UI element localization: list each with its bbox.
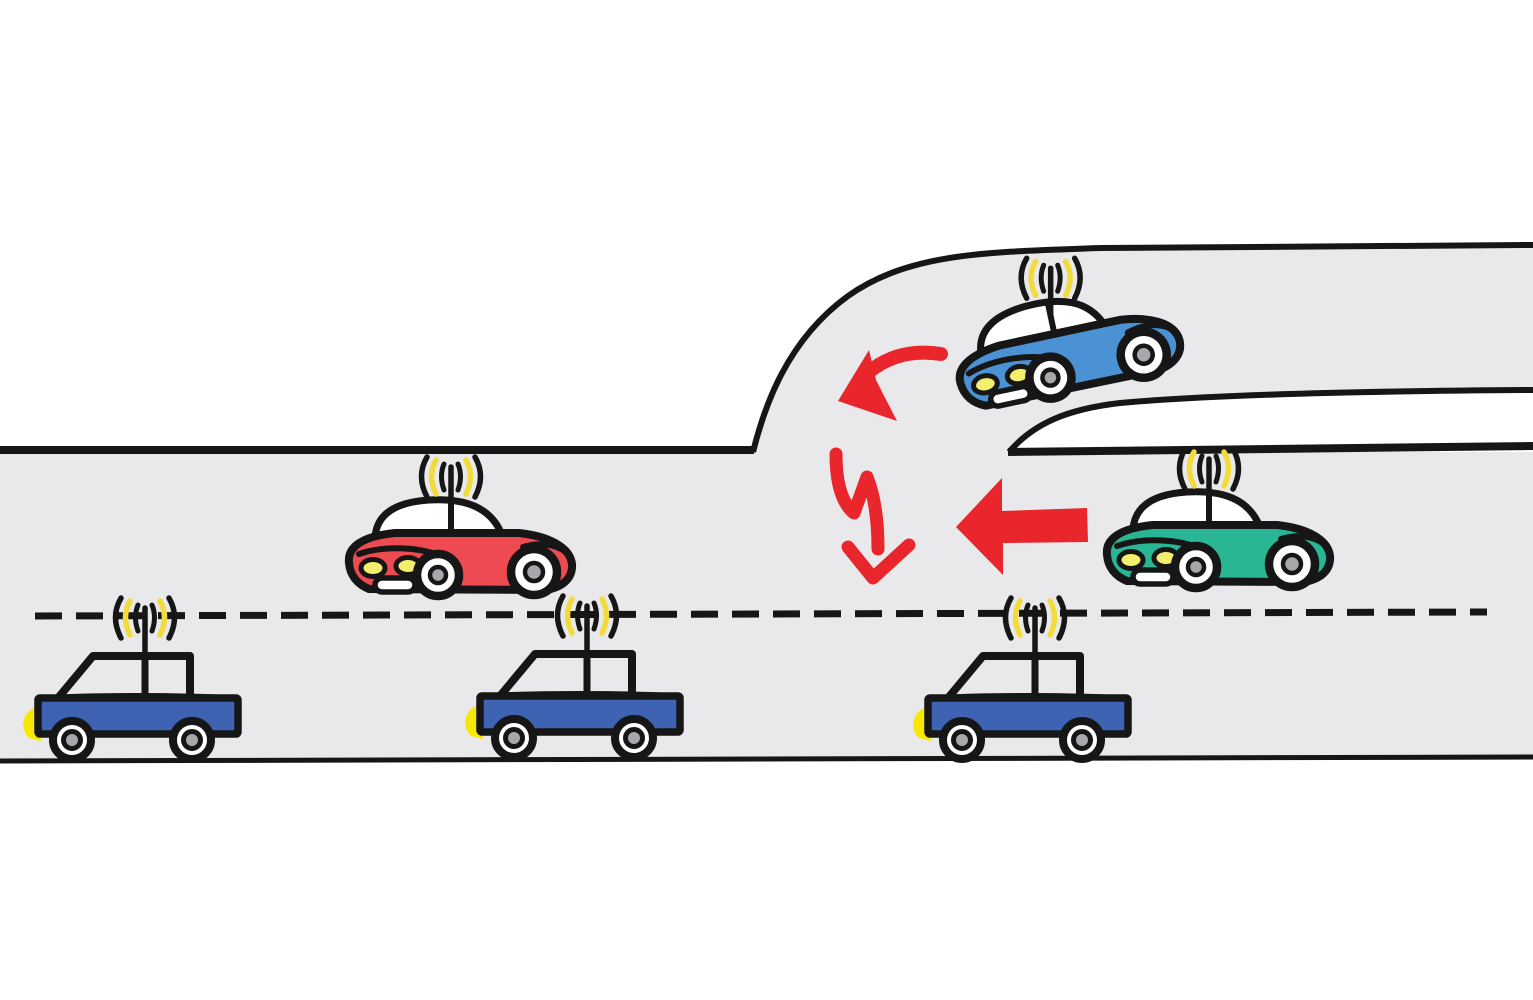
yield-zigzag-arrow	[829, 447, 916, 585]
ramp-inner-border	[1006, 387, 1533, 454]
road-top-border-right	[1007, 442, 1533, 456]
merge-arrow	[838, 345, 948, 421]
road-bottom-border	[0, 754, 1533, 764]
ramp-outer-border	[750, 242, 1533, 453]
lane-divider	[34, 608, 1488, 620]
approach-arrow	[956, 478, 1088, 575]
main-road-surface	[0, 452, 1533, 760]
